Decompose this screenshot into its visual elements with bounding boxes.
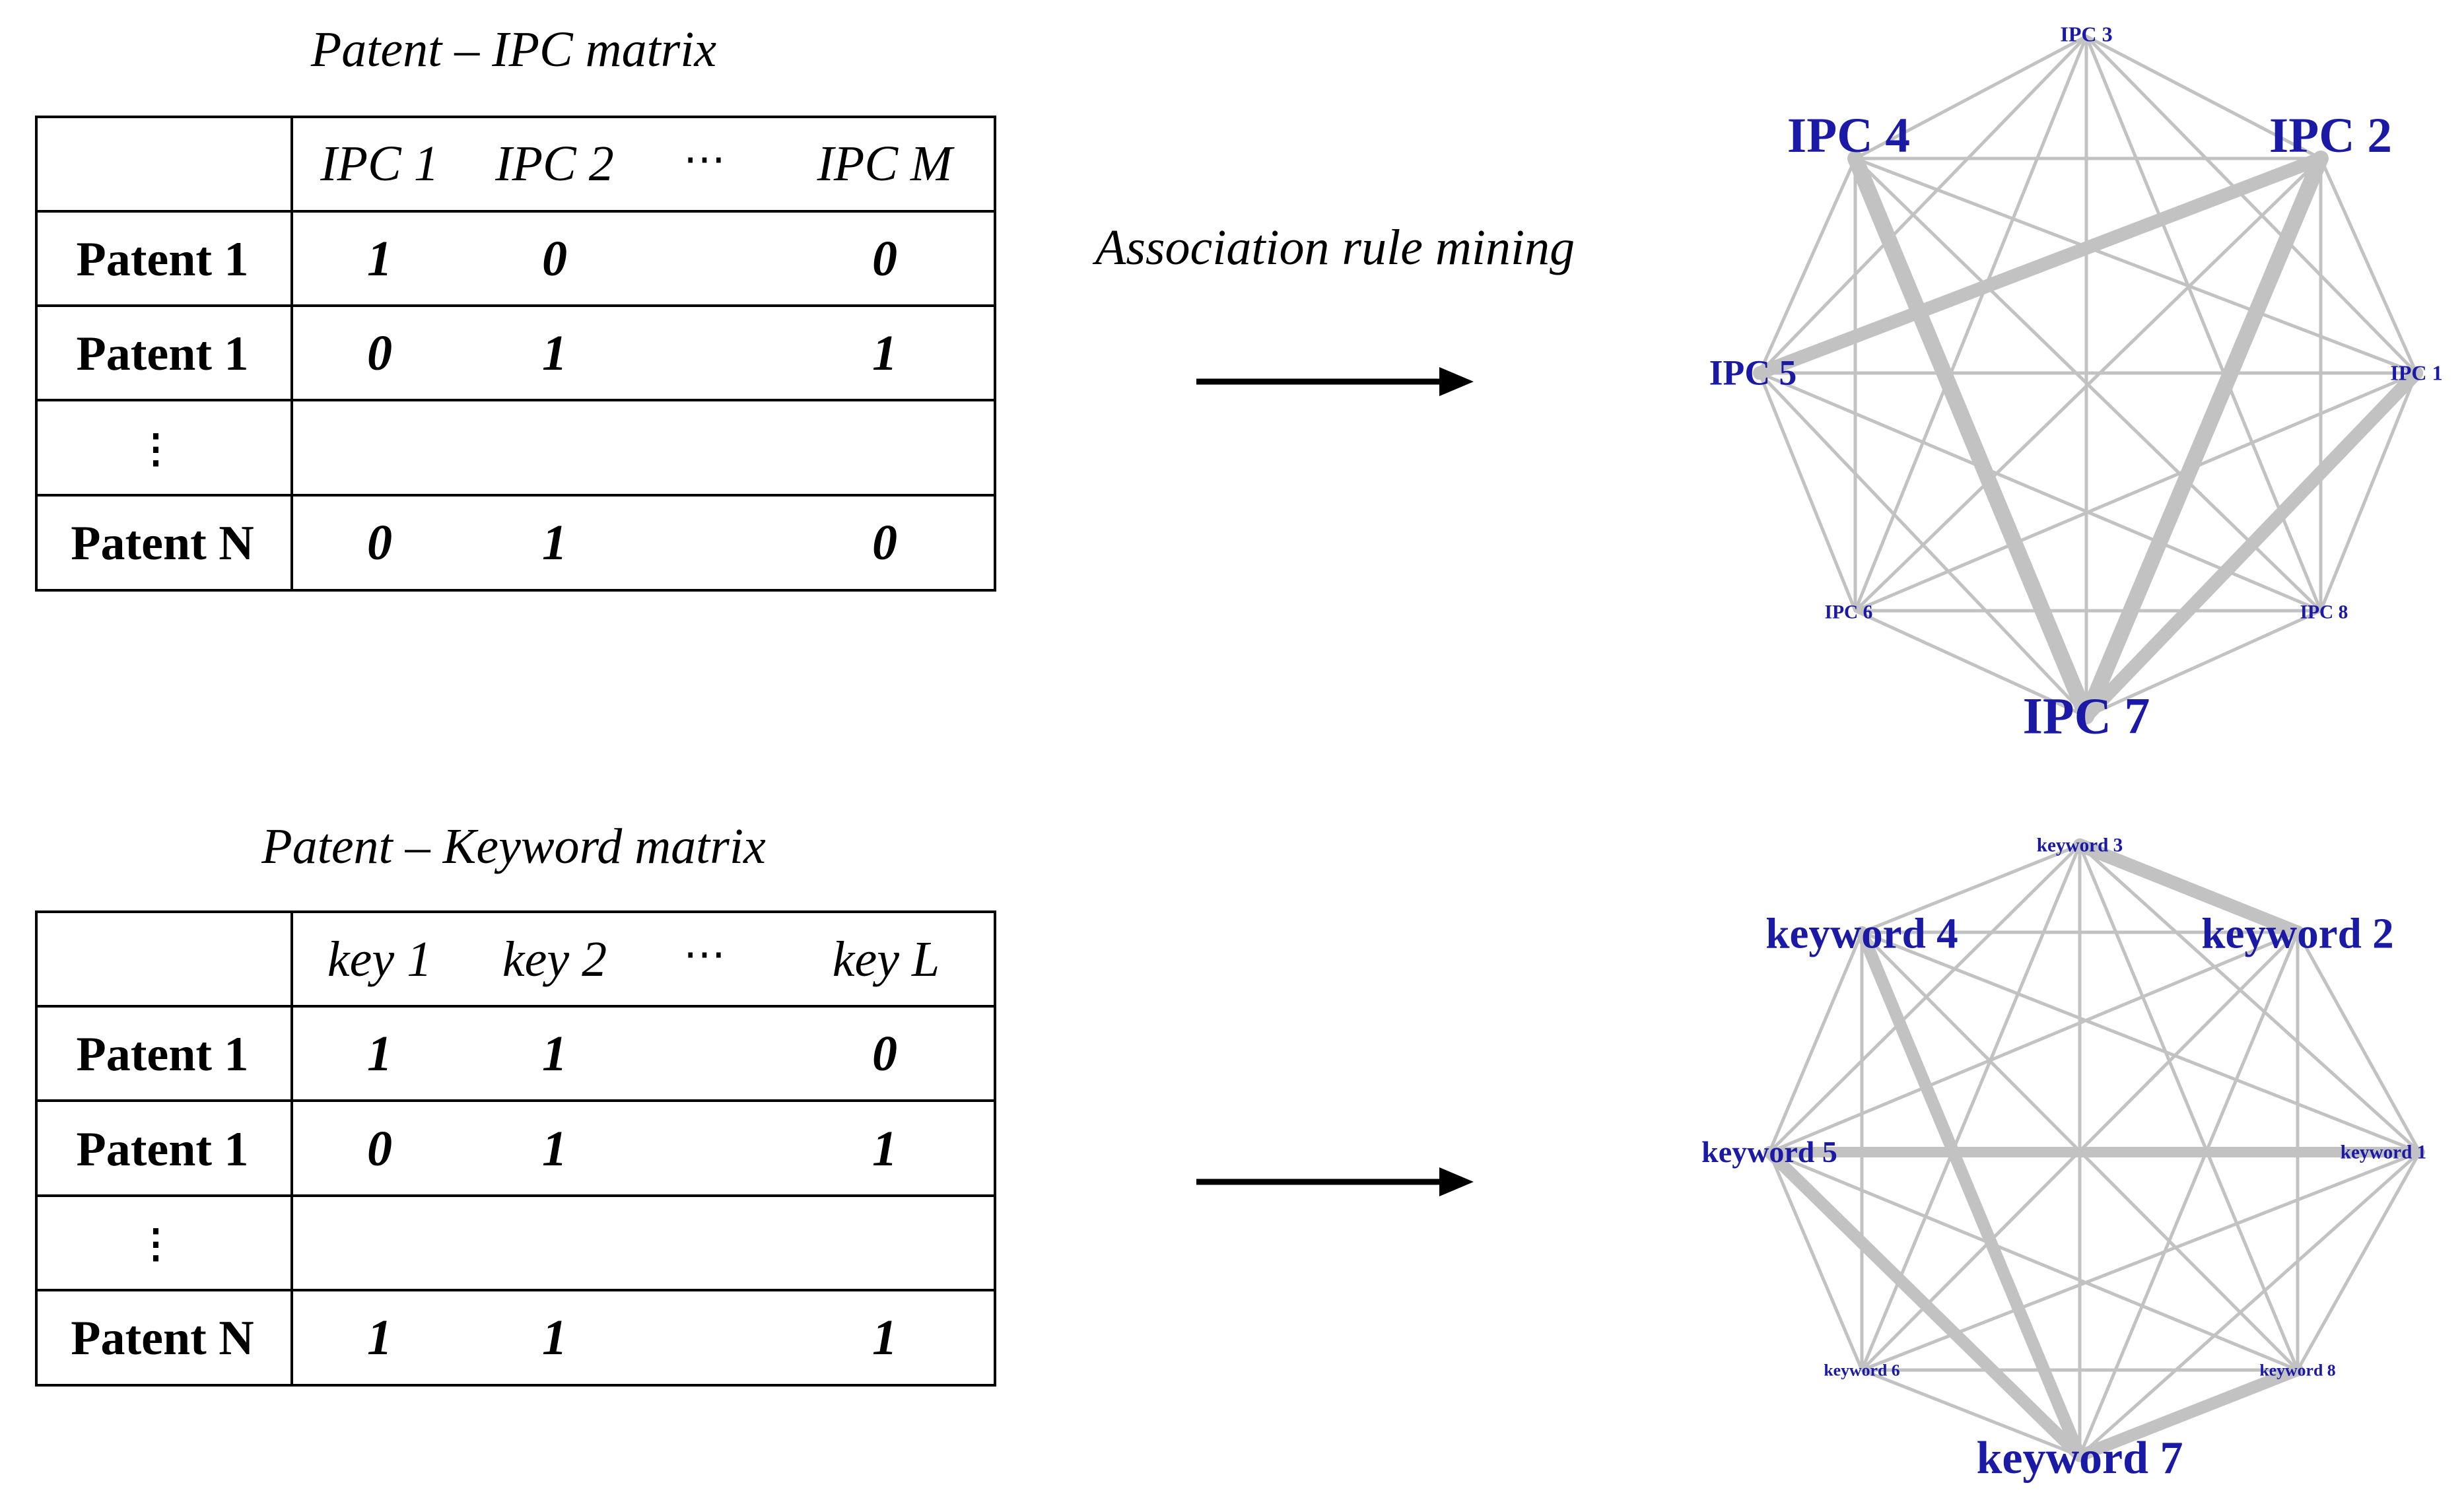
- keyword-row-label: Patent 1: [77, 1027, 249, 1081]
- ipc-edge: [2084, 34, 2418, 375]
- keyword-matrix-grid: [35, 910, 996, 1387]
- keyword-row-label: Patent 1: [77, 1122, 249, 1177]
- keyword-cell: 1: [367, 1026, 392, 1081]
- keyword-column-header: key 2: [502, 932, 607, 987]
- keyword-edge: [1767, 843, 2082, 1154]
- keyword-cell: 1: [542, 1026, 567, 1081]
- keyword-node-label: keyword 8: [2259, 1361, 2335, 1380]
- ipc-edge: [1758, 34, 2088, 375]
- ipc-strong-edge: [1847, 151, 2094, 724]
- arrow-icon: [1196, 1167, 1474, 1196]
- keyword-strong-edge: [2072, 838, 2305, 940]
- keyword-node-label: keyword 6: [1824, 1361, 1899, 1380]
- ipc-edge: [2084, 34, 2323, 160]
- ipc-cell: 0: [872, 231, 897, 287]
- keyword-cell: 1: [872, 1310, 897, 1365]
- arrow-icon: [1196, 367, 1474, 396]
- ipc-matrix: Patent – IPC matrix IPC 1 IPC 2 ⋯ IPC M …: [35, 22, 996, 592]
- keyword-matrix-title: Patent – Keyword matrix: [261, 819, 766, 874]
- keyword-matrix: Patent – Keyword matrix key 1 key 2 ⋯ ke…: [35, 819, 996, 1387]
- ipc-column-ellipsis: ⋯: [683, 135, 726, 184]
- ipc-edge: [1853, 156, 2418, 375]
- ipc-edge: [1758, 156, 1857, 375]
- ipc-strong-edge: [2078, 151, 2329, 724]
- keyword-cell: 0: [872, 1026, 897, 1081]
- ipc-cell: 0: [367, 326, 392, 381]
- ipc-row-label: Patent N: [71, 516, 254, 570]
- keyword-node-label: keyword 2: [2201, 910, 2394, 958]
- keyword-matrix-border: [35, 910, 996, 1387]
- keyword-edge: [1860, 1150, 2422, 1372]
- keyword-edge: [2296, 930, 2422, 1154]
- keyword-cell: 1: [542, 1121, 567, 1177]
- ipc-edge: [2319, 371, 2418, 613]
- ipc-column-header: IPC 1: [320, 136, 438, 191]
- ipc-edge: [2319, 156, 2418, 375]
- keyword-edge: [2296, 1150, 2422, 1372]
- keyword-column-header: key L: [833, 932, 940, 987]
- keyword-node-label: keyword 7: [1976, 1433, 2183, 1484]
- ipc-edge: [1853, 371, 2418, 613]
- ipc-strong-edge: [2079, 366, 2424, 724]
- keyword-edge: [1860, 843, 2082, 934]
- ipc-edge: [1853, 156, 2323, 613]
- ipc-row-ellipsis: ⋮: [136, 426, 176, 472]
- keyword-edge: [2078, 843, 2300, 1372]
- ipc-edge: [2084, 609, 2323, 718]
- ipc-node-label: IPC 1: [2390, 361, 2442, 385]
- keyword-edge: [2078, 1150, 2422, 1458]
- keyword-row-label: Patent N: [71, 1311, 254, 1365]
- keyword-row-ellipsis: ⋮: [136, 1221, 176, 1267]
- keyword-cell: 1: [542, 1310, 567, 1365]
- keyword-node-label: keyword 4: [1765, 910, 1958, 958]
- keyword-node-label: keyword 1: [2341, 1142, 2427, 1163]
- ipc-node-label: IPC 8: [2300, 602, 2348, 623]
- keyword-cell: 1: [872, 1121, 897, 1177]
- ipc-row-label: Patent 1: [77, 232, 249, 287]
- keyword-edge: [2078, 843, 2422, 1154]
- keyword-strong-edge: [1855, 926, 2086, 1462]
- ipc-column-header: IPC 2: [495, 136, 613, 191]
- ipc-cell: 1: [367, 231, 392, 287]
- ipc-column-header: IPC M: [817, 136, 955, 191]
- process-label: Association rule mining: [1092, 220, 1575, 275]
- keyword-edge: [1860, 1368, 2082, 1458]
- ipc-matrix-grid: [35, 116, 996, 592]
- keyword-strong-edge: [1763, 1146, 2086, 1462]
- ipc-node-label: IPC 7: [2023, 687, 2150, 745]
- ipc-matrix-title: Patent – IPC matrix: [310, 22, 717, 77]
- ipc-cell: 0: [542, 231, 567, 287]
- keyword-strong-edge: [2073, 1363, 2304, 1462]
- keyword-network-graph: keyword 1 keyword 2 keyword 3 keyword 4 keyw…: [1701, 835, 2426, 1484]
- ipc-cell: 1: [872, 326, 897, 381]
- ipc-node-label: IPC 3: [2060, 22, 2112, 46]
- ipc-matrix-border: [35, 116, 996, 592]
- ipc-network-graph: IPC 1 IPC 2 IPC 3 IPC 4 IPC 5 IPC 6 IPC 7 IPC 8: [1709, 22, 2443, 745]
- keyword-edge: [1767, 930, 1864, 1154]
- ipc-cell: 1: [542, 326, 567, 381]
- ipc-edge: [1853, 609, 2088, 718]
- keyword-node-label: keyword 3: [2037, 835, 2123, 856]
- ipc-cell: 0: [872, 515, 897, 570]
- keyword-cell: 1: [367, 1310, 392, 1365]
- ipc-cell: 1: [542, 515, 567, 570]
- ipc-row-label: Patent 1: [77, 327, 249, 381]
- keyword-cell: 0: [367, 1121, 392, 1177]
- ipc-strong-edge: [1752, 151, 2328, 380]
- ipc-edge: [1853, 34, 2088, 160]
- keyword-edge: [1767, 1150, 2300, 1372]
- keyword-column-header: key 1: [327, 932, 432, 987]
- keyword-edge: [1767, 930, 2300, 1154]
- ipc-cell: 0: [367, 515, 392, 570]
- ipc-node-label: IPC 4: [1787, 108, 1910, 163]
- keyword-edge: [1767, 1150, 1864, 1372]
- ipc-edge: [1758, 371, 1857, 613]
- keyword-column-ellipsis: ⋯: [683, 930, 726, 978]
- ipc-edge: [1758, 371, 2088, 718]
- ipc-node-label: IPC 2: [2269, 108, 2392, 163]
- ipc-node-label: IPC 6: [1825, 602, 1873, 623]
- keyword-node-label: keyword 5: [1701, 1135, 1837, 1169]
- ipc-node-label: IPC 5: [1709, 353, 1797, 393]
